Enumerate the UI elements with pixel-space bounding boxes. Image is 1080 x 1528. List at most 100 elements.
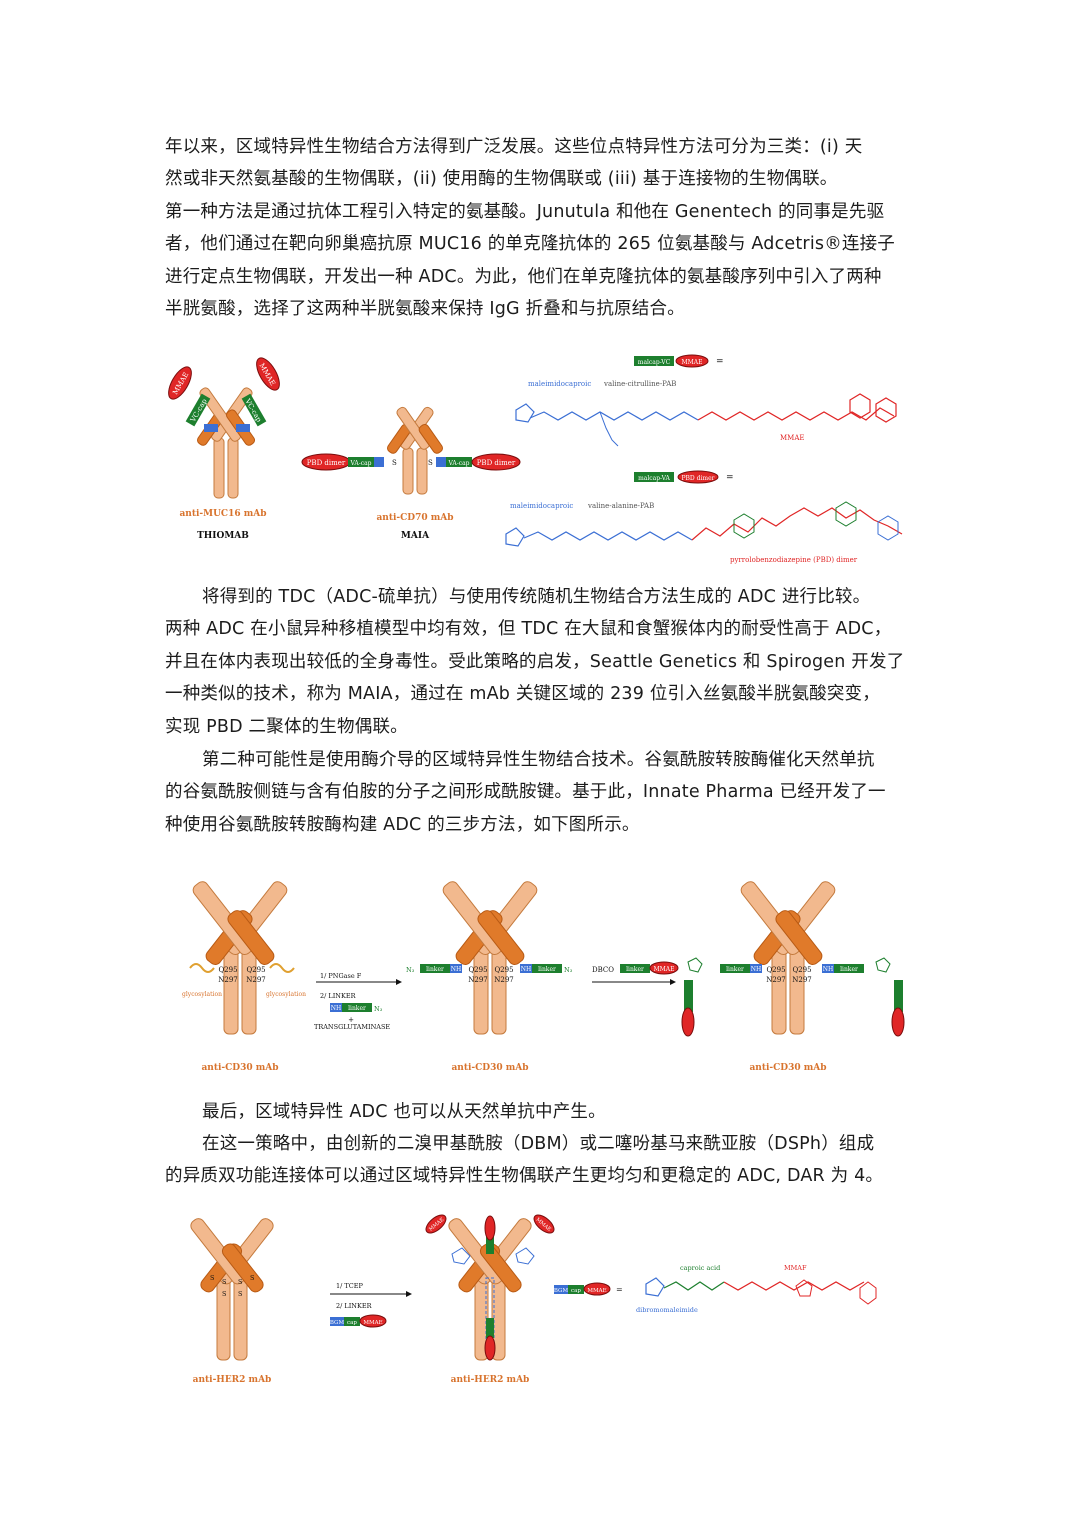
svg-text:malcap-VA: malcap-VA: [638, 475, 670, 482]
text-line: 者，他们通过在靶向卵巢癌抗原 MUC16 的单克隆抗体的 265 位氨基酸与 A…: [165, 234, 896, 255]
svg-text:S: S: [392, 459, 397, 467]
svg-text:pyrrolobenzodiazepine (PBD) di: pyrrolobenzodiazepine (PBD) dimer: [730, 556, 858, 564]
svg-text:S: S: [238, 1278, 242, 1286]
svg-text:TRANSGLUTAMINASE: TRANSGLUTAMINASE: [314, 1023, 390, 1031]
text-line: 一种类似的技术，称为 MAIA，通过在 mAb 关键区域的 239 位引入丝氨酸…: [165, 684, 880, 705]
svg-text:=: =: [726, 473, 734, 483]
svg-text:linker: linker: [626, 966, 644, 973]
svg-text:Q295: Q295: [792, 966, 811, 974]
svg-text:Q295: Q295: [766, 966, 785, 974]
svg-text:dibromomaleimide: dibromomaleimide: [636, 1306, 698, 1314]
svg-text:Q295: Q295: [218, 966, 237, 974]
reaction-arrow-1: 1/ PNGase F 2/ LINKER NH linker N₃ + TRA…: [314, 972, 402, 1031]
text-line: 实现 PBD 二聚体的生物偶联。: [165, 716, 408, 737]
text-line: 并且在体内表现出较低的全身毒性。受此策略的启发，Seattle Genetics…: [165, 651, 905, 672]
svg-text:caproic acid: caproic acid: [680, 1264, 720, 1272]
structure-va-pbd: malcap-VA PBD dimer = maleimidocaproic v…: [505, 470, 903, 564]
antibody-label: anti-CD30 mAb: [451, 1063, 528, 1073]
svg-text:MMAE: MMAE: [780, 434, 805, 442]
svg-text:Q295: Q295: [246, 966, 265, 974]
svg-text:N297: N297: [218, 976, 238, 984]
svg-text:linker: linker: [726, 966, 744, 973]
svg-text:VA-cap: VA-cap: [349, 460, 371, 467]
svg-text:VC-cap: VC-cap: [243, 397, 263, 424]
svg-text:N₃: N₃: [406, 966, 415, 974]
svg-text:linker: linker: [426, 966, 444, 973]
svg-text:NH: NH: [451, 966, 461, 973]
svg-text:NH: NH: [823, 966, 833, 973]
paragraph-4: 最后，区域特异性 ADC 也可以从天然单抗中产生。: [165, 1096, 917, 1128]
svg-text:linker: linker: [840, 966, 858, 973]
svg-text:glycosylation: glycosylation: [266, 991, 306, 998]
antibody-her2-adc: MMAE MMAE anti-HER2 mAb: [425, 1214, 555, 1385]
svg-text:+: +: [348, 1016, 354, 1024]
svg-text:MMAE: MMAE: [363, 1320, 382, 1326]
antibody-her2-native: S S S S S S anti-HER2 mAb: [187, 1215, 277, 1385]
svg-text:glycosylation: glycosylation: [182, 991, 222, 998]
svg-text:N297: N297: [766, 976, 786, 984]
svg-text:Q295: Q295: [494, 966, 513, 974]
antibody-label: anti-HER2 mAb: [193, 1375, 272, 1385]
svg-text:PBD dimer: PBD dimer: [681, 475, 714, 482]
text-line: 将得到的 TDC（ADC-硫单抗）与使用传统随机生物结合方法生成的 ADC 进行…: [202, 587, 871, 607]
svg-text:NH: NH: [521, 966, 531, 973]
text-line: 第一种方法是通过抗体工程引入特定的氨基酸。Junutula 和他在 Genent…: [165, 201, 885, 222]
paragraph-3: 第二种可能性是使用酶介导的区域特异性生物结合技术。谷氨酰胺转胺酶催化天然单抗 的…: [165, 744, 917, 841]
svg-text:2/ LINKER: 2/ LINKER: [320, 992, 357, 1000]
svg-text:NH: NH: [751, 966, 761, 973]
antibody-cd30-adc: Q295 Q295 N297 N297 linker NH NH linker …: [681, 878, 905, 1073]
reaction-arrow-2: DBCO linker MMAE: [592, 961, 679, 985]
svg-text:Q295: Q295: [468, 966, 487, 974]
paragraph-1: 年以来，区域特异性生物结合方法得到广泛发展。这些位点特异性方法可分为三类：(i)…: [165, 131, 917, 325]
svg-text:N₃: N₃: [374, 1005, 383, 1013]
text-line: 半胱氨酸，选择了这两种半胱氨酸来保持 IgG 折叠和与抗原结合。: [165, 299, 685, 320]
svg-text:S: S: [222, 1278, 226, 1286]
text-line: 最后，区域特异性 ADC 也可以从天然单抗中产生。: [202, 1102, 606, 1122]
paragraph-5: 在这一策略中，由创新的二溴甲基酰胺（DBM）或二噻吩基马来酰亚胺（DSPh）组成…: [165, 1128, 917, 1193]
svg-text:VC-cap: VC-cap: [189, 397, 209, 424]
reaction-arrow: 1/ TCEP 2/ LINKER BGM cap MMAE: [330, 1282, 412, 1328]
svg-text:MMAE: MMAE: [654, 966, 675, 973]
svg-text:N₃: N₃: [564, 966, 573, 974]
svg-text:MMAE: MMAE: [682, 359, 703, 366]
svg-text:S: S: [222, 1290, 226, 1298]
antibody-cd30-native: Q295 Q295 N297 N297 glycosylation glycos…: [182, 878, 306, 1073]
svg-text:2/ LINKER: 2/ LINKER: [336, 1302, 373, 1310]
text-line: 的谷氨酰胺侧链与含有伯胺的分子之间形成酰胺键。基于此，Innate Pharma…: [165, 782, 886, 803]
svg-text:cap: cap: [571, 1288, 581, 1294]
antibody-label: anti-CD30 mAb: [749, 1063, 826, 1073]
text-line: 年以来，区域特异性生物结合方法得到广泛发展。这些位点特异性方法可分为三类：(i)…: [165, 137, 863, 157]
svg-text:valine-alanine-PAB: valine-alanine-PAB: [587, 502, 654, 510]
svg-text:=: =: [616, 1285, 623, 1294]
svg-text:MMAE: MMAE: [587, 1288, 606, 1294]
svg-text:BGM: BGM: [554, 1288, 569, 1294]
antibody-cd30-linker: Q295 Q295 N297 N297 N₃ linker NH NH link…: [406, 878, 573, 1073]
svg-text:BGM: BGM: [330, 1320, 345, 1326]
svg-text:linker: linker: [348, 1005, 366, 1012]
antibody-label: anti-HER2 mAb: [451, 1375, 530, 1385]
antibody-label: anti-MUC16 mAb: [179, 509, 266, 519]
antibody-label: anti-CD70 mAb: [376, 513, 453, 523]
text-line: 的异质双功能连接体可以通过区域特异性生物偶联产生更均匀和更稳定的 ADC, DA…: [165, 1166, 884, 1187]
svg-text:NH: NH: [331, 1005, 341, 1012]
text-line: 第二种可能性是使用酶介导的区域特异性生物结合技术。谷氨酰胺转胺酶催化天然单抗: [202, 750, 875, 770]
text-line: 种使用谷氨酰胺转胺酶构建 ADC 的三步方法，如下图所示。: [165, 814, 640, 835]
svg-text:S: S: [238, 1290, 242, 1298]
paragraph-2: 将得到的 TDC（ADC-硫单抗）与使用传统随机生物结合方法生成的 ADC 进行…: [165, 581, 917, 743]
antibody-thiomab: VC-cap VC-cap MMAE MMAE anti-MUC16 mAb T…: [168, 357, 280, 541]
text-line: 然或非天然氨基酸的生物偶联，(ii) 使用酶的生物偶联或 (iii) 基于连接物…: [165, 169, 838, 190]
figure-bgm-her2: S S S S S S anti-HER2 mAb 1/ TCEP 2/ LIN…: [187, 1214, 877, 1385]
svg-text:N297: N297: [468, 976, 488, 984]
svg-text:1/ TCEP: 1/ TCEP: [336, 1282, 363, 1290]
antibody-maia: PBD dimer VA-cap S S VA-cap PBD dimer an…: [301, 406, 521, 541]
svg-text:MMAF: MMAF: [784, 1264, 807, 1272]
svg-text:DBCO: DBCO: [592, 966, 614, 974]
svg-text:N297: N297: [494, 976, 514, 984]
svg-text:maleimidocaproic: maleimidocaproic: [510, 502, 573, 510]
svg-text:PBD dimer: PBD dimer: [477, 459, 516, 467]
svg-text:S: S: [428, 459, 433, 467]
text-line: 在这一策略中，由创新的二溴甲基酰胺（DBM）或二噻吩基马来酰亚胺（DSPh）组成: [202, 1134, 875, 1154]
text-line: 两种 ADC 在小鼠异种移植模型中均有效，但 TDC 在大鼠和食蟹猴体内的耐受性…: [165, 619, 892, 640]
text-line: 进行定点生物偶联，开发出一种 ADC。为此，他们在单克隆抗体的氨基酸序列中引入了…: [165, 266, 882, 287]
svg-text:linker: linker: [538, 966, 556, 973]
